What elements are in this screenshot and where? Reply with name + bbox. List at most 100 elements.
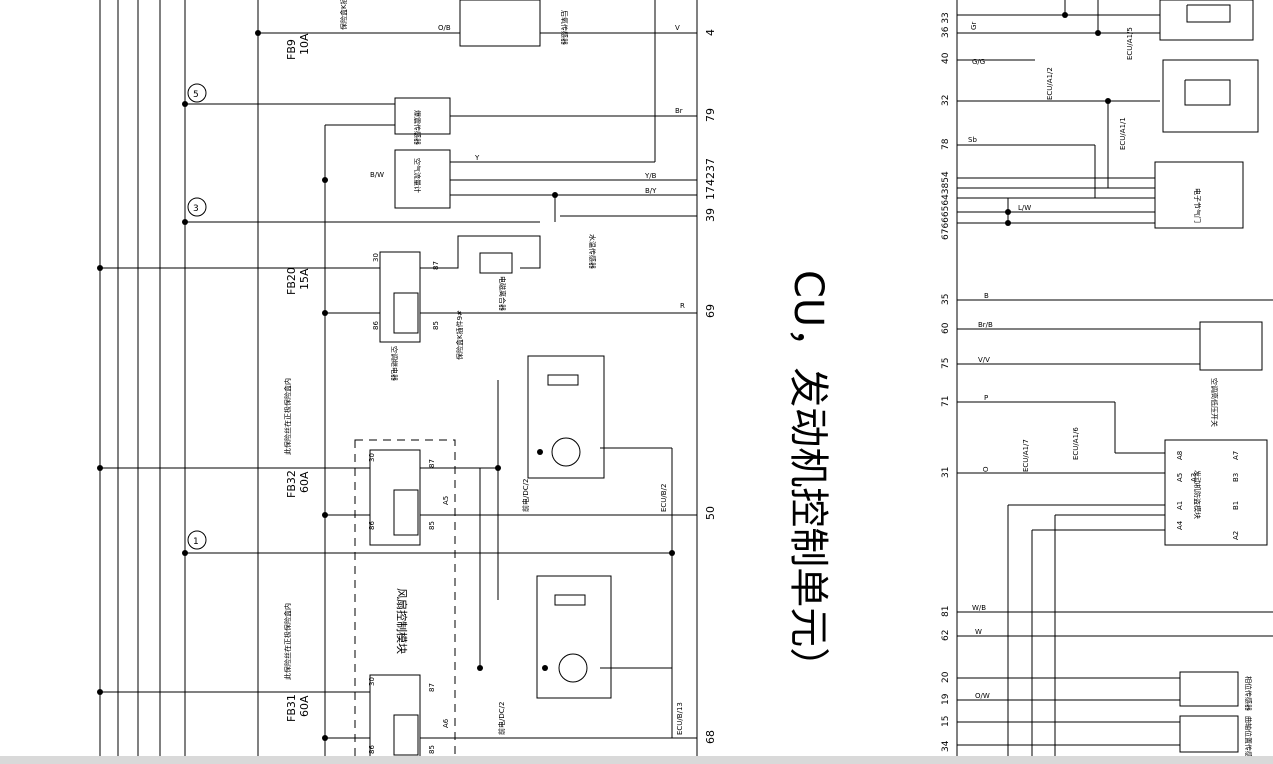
fuse-fb9-id: FB9	[285, 39, 298, 60]
relay3-30: 30	[368, 677, 376, 686]
rpin-60: 60	[941, 322, 951, 334]
relay1-87: 87	[432, 261, 440, 270]
relay1-85: 85	[432, 321, 440, 330]
rpin-31: 31	[941, 467, 951, 478]
plug-note-17: 保险盒K插件17	[339, 0, 348, 30]
rpin-20: 20	[941, 671, 951, 683]
node-3: 3	[193, 204, 199, 214]
pin-68: 68	[704, 730, 717, 744]
wire-wb: W/B	[972, 604, 986, 612]
rpin-78: 78	[941, 138, 951, 150]
rpin-19: 19	[941, 693, 951, 705]
fuse-fb9-amp: 10A	[298, 33, 311, 55]
rpin-15: 15	[941, 716, 951, 727]
diagram-title: CU，发动机控制单元）	[785, 270, 831, 687]
fuse-note-fb31: 此保险丝在正极保险盒内	[283, 603, 292, 680]
rpin-75: 75	[941, 358, 951, 369]
pin-50: 50	[704, 506, 717, 520]
rpin-62: 62	[941, 630, 951, 641]
ac-relay-label: 空调继电器	[390, 346, 399, 381]
water-temp-label: 水温传感器	[588, 234, 597, 269]
wire-ob: O/B	[438, 24, 451, 32]
phase-sensor-label: 相位传感器	[1244, 676, 1253, 711]
wire-p: P	[984, 394, 988, 402]
ecu-b13: ECU/B/13	[676, 702, 684, 735]
immo-b1: B1	[1232, 501, 1240, 510]
rpin-6766: 676665643854	[941, 171, 951, 240]
relay2-30: 30	[368, 453, 376, 462]
pin-69: 69	[704, 304, 717, 318]
rpin-35: 35	[941, 294, 951, 305]
pin-4: 4	[704, 29, 717, 36]
crank-sensor-label: 曲轴位置传感器	[1244, 716, 1253, 764]
o2-sensor-label: 后氧传感器	[560, 10, 569, 45]
relay3-86: 86	[368, 745, 376, 754]
immo-a8: A8	[1176, 451, 1184, 460]
wire-y: Y	[474, 154, 480, 162]
rpin-40: 40	[941, 52, 951, 64]
fuse-fb32-id: FB32	[285, 470, 298, 498]
ac-pressure-label: 空调高低压开关	[1210, 378, 1219, 427]
relay2-86: 86	[368, 521, 376, 530]
rpin-81: 81	[941, 606, 951, 617]
fuse-fb20-id: FB20	[285, 267, 298, 295]
clutch-label: 电磁离合器	[498, 276, 507, 311]
rpin-32: 32	[941, 95, 951, 106]
fuse-fb31-id: FB31	[285, 694, 298, 722]
wire-v: V	[675, 24, 680, 32]
wire-o: O	[982, 466, 990, 472]
wire-ow: O/W	[975, 692, 990, 700]
maf-label: 空气流量计	[413, 158, 422, 193]
immo-a2: A2	[1232, 531, 1240, 540]
relay2-87: 87	[428, 459, 436, 468]
fuse-note-fb32: 此保险丝在正极保险盒内	[283, 378, 292, 455]
rpin-71: 71	[941, 396, 951, 407]
fuse-fb20-amp: 15A	[298, 268, 311, 290]
pin-79: 79	[704, 108, 717, 122]
knock-sensor-label: 爆震传感器	[413, 110, 422, 145]
immo-b3: B3	[1232, 473, 1240, 482]
wire-br: Br	[675, 107, 683, 115]
relay2-a5: A5	[442, 496, 450, 505]
ecu-a17: ECU/A1/7	[1022, 439, 1030, 472]
wire-w: W	[975, 628, 982, 636]
immo-a1: A1	[1176, 501, 1184, 510]
ecu-a11: ECU/A1/1	[1119, 117, 1127, 150]
wire-brb: Br/B	[978, 321, 993, 329]
relay1-86: 86	[372, 321, 380, 330]
fuse-fb32-amp: 60A	[298, 471, 311, 493]
rpin-34: 34	[941, 740, 951, 752]
wire-gr: Gr	[970, 22, 978, 30]
relay3-a6: A6	[442, 718, 450, 728]
pin-39: 39	[704, 208, 717, 222]
ecu-a12: ECU/A1/2	[1046, 67, 1054, 100]
immo-a3: A3	[1190, 473, 1198, 482]
ecu-a15: ECU/A1/5	[1126, 27, 1134, 60]
pin-174237: 174237	[704, 158, 717, 200]
relay1-30: 30	[372, 253, 380, 262]
wire-vv: V/V	[978, 356, 990, 364]
wire-gg: G/G	[972, 58, 985, 66]
node-5: 5	[193, 90, 199, 100]
node-1: 1	[193, 537, 199, 547]
plug-note-9: 保险盒K插件9#	[455, 310, 464, 360]
wire-bw: B/W	[370, 171, 384, 179]
fan-module-label: 风扇控制模块	[395, 588, 409, 654]
wire-b: B	[984, 292, 989, 300]
immobilizer-label: 发动机防盗模块	[1193, 470, 1202, 519]
rpin-3633: 36 33	[941, 12, 951, 38]
throttle-label: 电子节气门	[1193, 188, 1202, 223]
wire-lw: L/W	[1018, 204, 1031, 212]
ecu-dc2b: 前电/DC/2	[497, 702, 506, 735]
wire-sb: Sb	[968, 136, 977, 144]
ecu-b2: ECU/B/2	[660, 484, 668, 512]
relay3-85: 85	[428, 745, 436, 754]
wire-by: B/Y	[645, 187, 657, 195]
ecu-a16: ECU/A1/6	[1072, 427, 1080, 460]
immo-a7: A7	[1232, 451, 1240, 460]
relay2-85: 85	[428, 521, 436, 530]
bottom-scroll-strip	[0, 756, 1273, 764]
immo-a4: A4	[1176, 520, 1184, 530]
ecu-dc2: 前电/DC/2	[521, 479, 530, 512]
